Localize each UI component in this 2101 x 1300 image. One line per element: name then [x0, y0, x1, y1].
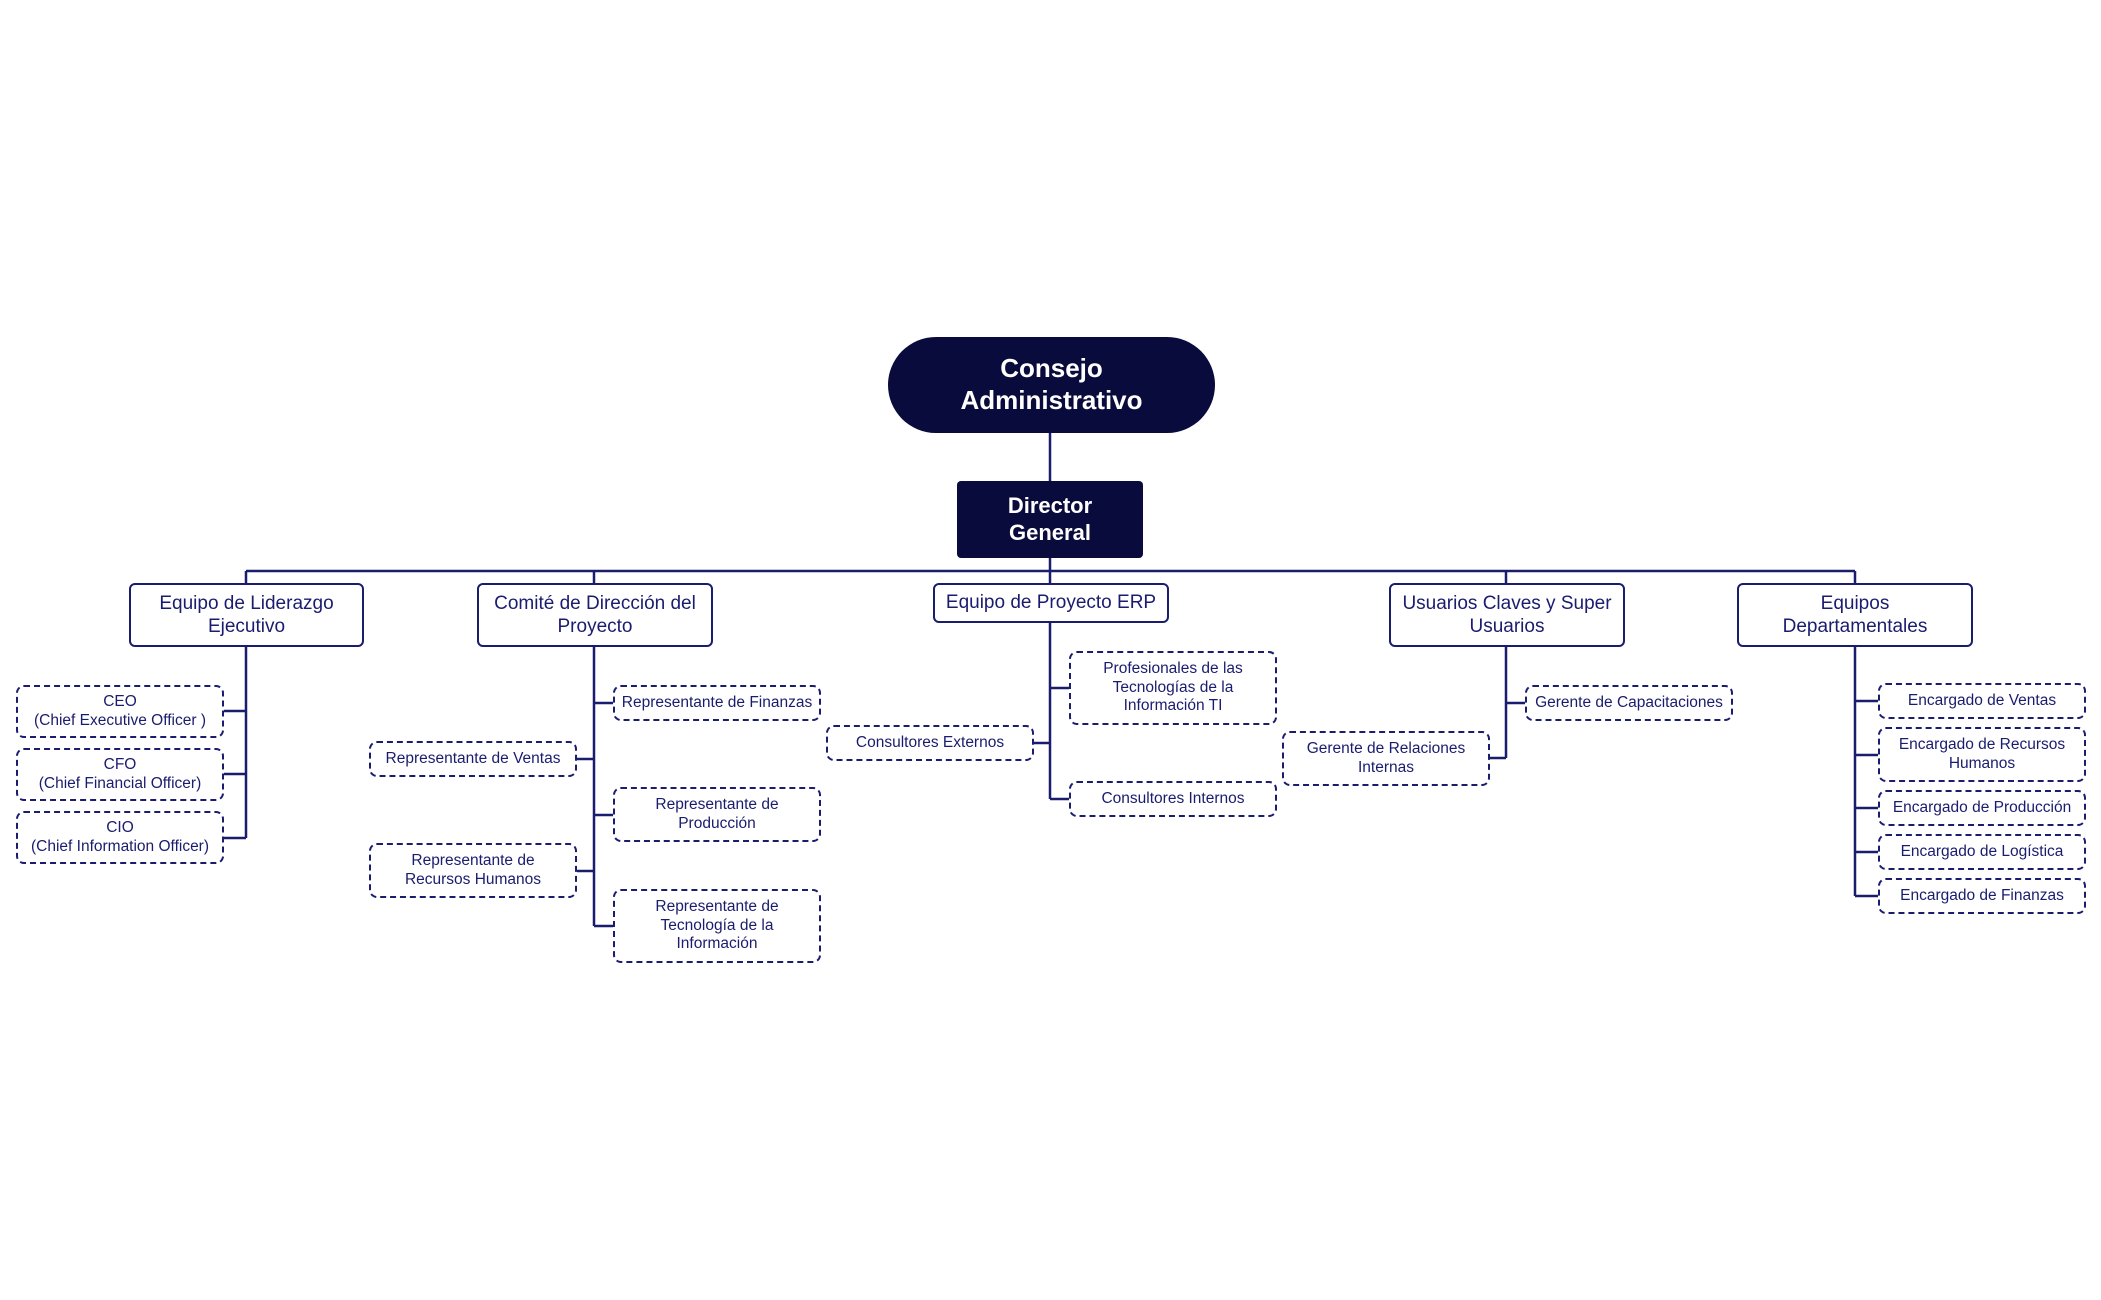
node-consultores-internos[interactable]: Consultores Internos — [1069, 781, 1277, 817]
node-director-general[interactable]: Director General — [957, 481, 1143, 558]
node-equipo-proyecto-erp[interactable]: Equipo de Proyecto ERP — [933, 583, 1169, 623]
node-consultores-externos[interactable]: Consultores Externos — [826, 725, 1034, 761]
node-encargado-produccion[interactable]: Encargado de Producción — [1878, 790, 2086, 826]
node-gerente-capacitaciones[interactable]: Gerente de Capacitaciones — [1525, 685, 1733, 721]
node-representante-recursos-humanos[interactable]: Representante de Recursos Humanos — [369, 843, 577, 898]
node-representante-tecnologia-informacion[interactable]: Representante de Tecnología de la Inform… — [613, 889, 821, 963]
node-cio[interactable]: CIO (Chief Information Officer) — [16, 811, 224, 864]
node-gerente-relaciones-internas[interactable]: Gerente de Relaciones Internas — [1282, 731, 1490, 786]
node-profesionales-ti[interactable]: Profesionales de las Tecnologías de la I… — [1069, 651, 1277, 725]
node-cfo[interactable]: CFO (Chief Financial Officer) — [16, 748, 224, 801]
node-encargado-logistica[interactable]: Encargado de Logística — [1878, 834, 2086, 870]
node-representante-ventas[interactable]: Representante de Ventas — [369, 741, 577, 777]
node-encargado-ventas[interactable]: Encargado de Ventas — [1878, 683, 2086, 719]
node-comite-direccion-proyecto[interactable]: Comité de Dirección del Proyecto — [477, 583, 713, 647]
node-equipo-liderazgo-ejecutivo[interactable]: Equipo de Liderazgo Ejecutivo — [129, 583, 364, 647]
node-usuarios-claves-super-usuarios[interactable]: Usuarios Claves y Super Usuarios — [1389, 583, 1625, 647]
node-representante-produccion[interactable]: Representante de Producción — [613, 787, 821, 842]
node-ceo[interactable]: CEO (Chief Executive Officer ) — [16, 685, 224, 738]
node-equipos-departamentales[interactable]: Equipos Departamentales — [1737, 583, 1973, 647]
node-encargado-finanzas[interactable]: Encargado de Finanzas — [1878, 878, 2086, 914]
node-representante-finanzas[interactable]: Representante de Finanzas — [613, 685, 821, 721]
node-encargado-recursos-humanos[interactable]: Encargado de Recursos Humanos — [1878, 727, 2086, 782]
node-consejo-administrativo[interactable]: Consejo Administrativo — [888, 337, 1215, 433]
